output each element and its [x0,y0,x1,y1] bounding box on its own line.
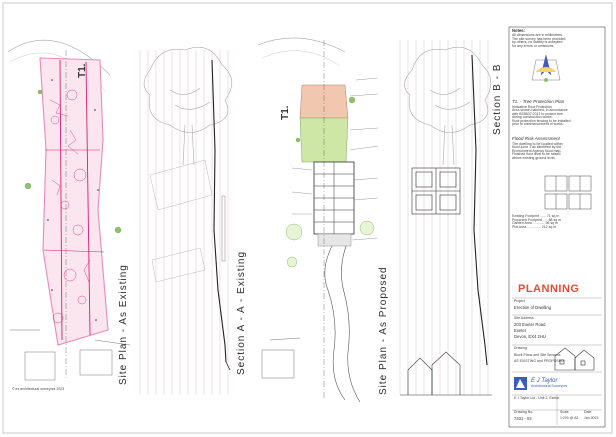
tree-protection-line: during construction works. [512,115,553,120]
panel-title-site-plan-proposed: Site Plan - As Proposed [378,266,389,395]
tree-tag-existing: T1. [77,63,88,78]
tree-protection-line: prior to commencement of works. [512,122,564,127]
flood-risk-line: Finished floor level to be raised [512,152,561,157]
tree-protection-block: T1. - Tree Protection Plan Indicative Ro… [512,99,602,127]
notes-line: by others, no liability is accepted [512,40,563,45]
address-line: 203 Exeter Road [514,322,546,327]
north-arrow-diagram [531,54,561,82]
drawing-title-line: Block Plans and Site Sections [514,353,561,357]
info-panel [508,26,606,428]
project-name: Erection of Dwelling [514,305,552,310]
elevation-thumbnail [554,347,595,371]
tree-outline-existing [143,46,233,166]
flood-risk-line: flood zone 1 as identified by the [512,145,562,150]
address-label: Site Address [514,316,534,320]
area-line: Proposed Footprint ..... 88 sq m [512,217,562,222]
area-line: Garden Area ............ 96 sq m [512,221,558,225]
drawing-label: Drawing [514,346,527,350]
panel-title-section-a: Section A - A - Existing [236,250,247,375]
drawing-title-line: AS EXISTING and PROPOSED [514,359,564,363]
flood-risk-heading: Flood Risk Assessment [512,136,560,141]
notes-line: All dimensions are in millimetres. [512,33,563,38]
ground-profile-existing [211,59,227,363]
tree-protection-line: Indicative Root Protection [512,104,552,109]
drawing-no: 7431 - 02 [514,416,532,421]
area-line: Plot Area .............. 212 sq m [512,224,557,229]
tree-protection-line: Root protection fencing to be installed [512,118,571,123]
tree-outline-proposed [404,46,492,166]
flood-risk-line: The dwelling to be located within [512,141,563,146]
area-line: Existing Footprint ...... 71 sq m [512,214,560,218]
tree-tag-proposed: T1. [280,105,291,120]
project-label: Project [514,299,525,303]
floor-plan-thumbnails [544,175,592,210]
section-b-proposed [399,40,492,396]
address-line: Devon, EX4 2HU [514,334,546,339]
company-logo [514,377,527,390]
section-a-existing [139,46,233,395]
plot-boundary [39,57,109,346]
copyright-note: © ez architectural surveyors 2023 [12,387,65,391]
ground-profile-proposed [471,54,488,366]
site-plan-existing [7,40,131,381]
notes-line: for any errors or omissions. [512,43,555,48]
scale-label: Scale [560,410,569,414]
company-name: E J Taylor [531,378,558,384]
tree-protection-line: with BS5837:2012 to protect tree [512,111,563,116]
dwelling-section [411,167,461,215]
flood-risk-block: Flood Risk Assessment The dwelling to be… [512,136,602,160]
address-line: Exeter [514,328,527,333]
company-subtitle: Architectural Surveyors [531,384,568,388]
notes-block: Notes: All dimensions are in millimetres… [512,28,602,48]
panel-title-section-b: Section B - B [492,63,503,135]
flood-risk-line: above existing ground level. [512,155,556,160]
drawing-no-label: Drawing No. [514,410,534,414]
tree-protection-heading: T1. - Tree Protection Plan [512,99,565,104]
notes-heading: Notes: [512,28,526,33]
flood-risk-line: Environment Agency flood map. [512,148,562,153]
panel-title-site-plan-existing: Site Plan - As Existing [118,264,129,385]
date-value: Jan 2023 [584,416,599,420]
areas-block: Existing Footprint ...... 71 sq m Propos… [512,214,602,229]
site-plan-proposed [257,37,379,403]
company-contact: E J Taylor Ltd - Unit 2, Exeter [514,396,560,400]
notes-line: The site survey has been provided [512,36,566,41]
scale-value: 1:200 @ A3 [560,416,579,420]
date-label: Date [584,410,592,414]
planning-stamp: PLANNING [518,283,580,295]
tree-protection-line: Area shown hatched, in accordance [512,108,568,113]
